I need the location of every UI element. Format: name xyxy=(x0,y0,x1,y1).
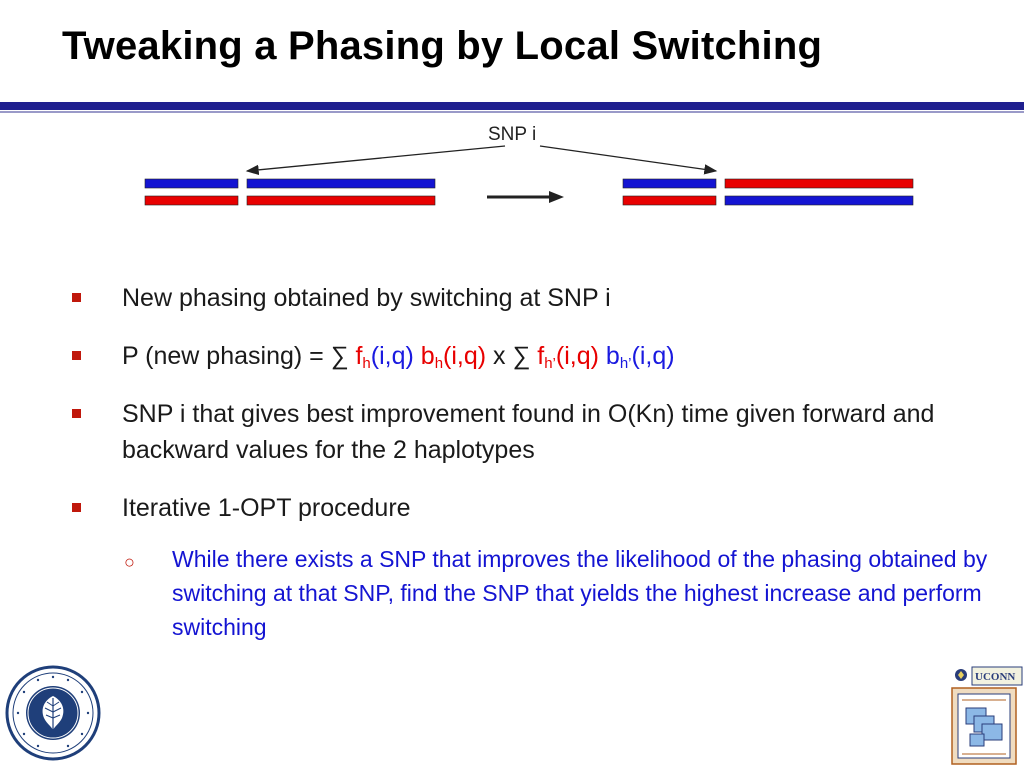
formula: P (new phasing) = ∑ fh(i,q) bh(i,q) x ∑ … xyxy=(122,342,675,372)
formula-f: f xyxy=(537,342,545,370)
formula-args: (i,q) xyxy=(443,342,487,370)
formula-sub-hprime: h’ xyxy=(544,355,556,372)
bullet-item: Iterative 1-OPT procedure xyxy=(68,490,1018,526)
formula-sub-h: h xyxy=(434,355,444,372)
svg-text:UCONN: UCONN xyxy=(975,671,1015,683)
hap2-right-segment xyxy=(246,195,436,206)
phasing-diagram: SNP i xyxy=(144,124,914,206)
snp-arrow-right xyxy=(539,145,718,175)
hap1-right-segment-after xyxy=(724,178,914,189)
school-logo: UCONN xyxy=(944,664,1024,768)
bullet-text: SNP i that gives best improvement found … xyxy=(122,400,935,464)
formula-b: b xyxy=(420,342,435,370)
bullet-square-icon xyxy=(72,409,81,418)
hap2-left-segment xyxy=(144,195,239,206)
bullet-circle-icon: ○ xyxy=(124,552,135,572)
haplotypes-after xyxy=(622,178,914,206)
bullet-list: New phasing obtained by switching at SNP… xyxy=(68,280,1018,666)
hap2-left-segment-after xyxy=(622,195,717,206)
formula-args: (i,q) xyxy=(631,342,675,370)
bullet-item: New phasing obtained by switching at SNP… xyxy=(68,280,1018,316)
formula-sub-hprime: h’ xyxy=(619,355,632,372)
sub-bullet-item: ○ While there exists a SNP that improves… xyxy=(68,542,1018,644)
formula-prefix: P (new phasing) = ∑ xyxy=(122,342,356,370)
bullet-item-formula: P (new phasing) = ∑ fh(i,q) bh(i,q) x ∑ … xyxy=(68,338,1018,374)
switch-arrow xyxy=(487,191,564,203)
bullet-item: SNP i that gives best improvement found … xyxy=(68,396,1018,468)
hap1-left-segment-after xyxy=(622,178,717,189)
formula-args: (i,q) xyxy=(370,342,414,370)
formula-f: f xyxy=(355,342,363,370)
bullet-text: Iterative 1-OPT procedure xyxy=(122,494,411,522)
formula-args: (i,q) xyxy=(555,342,599,370)
snp-label: SNP i xyxy=(488,124,536,145)
bullet-square-icon xyxy=(72,351,81,360)
bullet-square-icon xyxy=(72,503,81,512)
formula-sub-h: h xyxy=(362,355,371,372)
hap1-left-segment xyxy=(144,178,239,189)
formula-times: x ∑ xyxy=(486,342,538,370)
slide-title: Tweaking a Phasing by Local Switching xyxy=(62,24,823,68)
bullet-text: New phasing obtained by switching at SNP… xyxy=(122,284,611,312)
bullet-square-icon xyxy=(72,293,81,302)
sub-bullet-text: While there exists a SNP that improves t… xyxy=(172,546,988,640)
hap1-right-segment xyxy=(246,178,436,189)
formula-b: b xyxy=(605,342,620,370)
snp-arrow-left xyxy=(245,145,506,176)
title-rule xyxy=(0,102,1024,110)
hap2-right-segment-after xyxy=(724,195,914,206)
university-seal-logo xyxy=(5,665,101,761)
title-rule-accent xyxy=(0,111,1024,113)
haplotypes-before xyxy=(144,178,436,206)
